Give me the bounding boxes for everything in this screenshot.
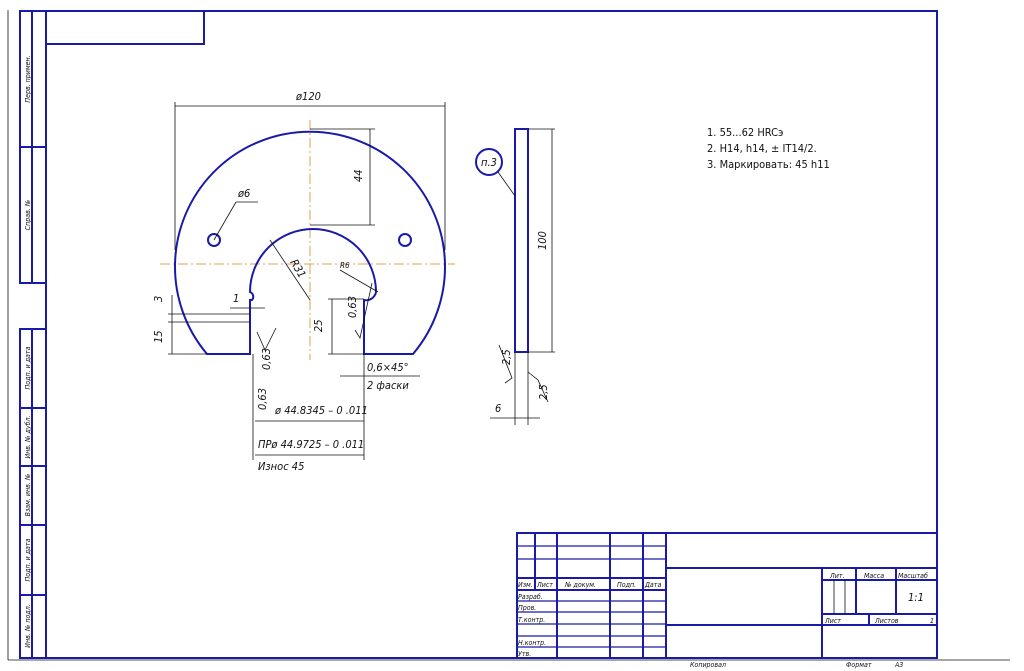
dim-25: 25 — [312, 319, 325, 332]
wear-label: Износ 45 — [258, 460, 304, 473]
format-label: Формат — [846, 661, 872, 669]
part-side-view: 100 п.3 2,5 2,5 6 — [475, 128, 555, 425]
hole — [207, 233, 221, 247]
header-label: Изм. — [518, 581, 533, 589]
dim-r6: R6 — [340, 261, 350, 270]
role-label: Разраб. — [518, 593, 543, 601]
note-ref: п.3 — [481, 156, 497, 169]
note-ref-bubble — [475, 148, 503, 176]
header-label: № докум. — [564, 581, 596, 589]
part-front-view: ø120 44 ø6 R31 R6 1 3 15 25 0,63 0,63 0,… — [152, 90, 455, 473]
top-left-box — [45, 10, 205, 45]
sheet-label: Лист — [824, 617, 841, 625]
sidebar-label: Взам. инв. № — [24, 473, 32, 516]
chamfer-label: 0,6×45° — [367, 361, 409, 374]
dim-1: 1 — [233, 292, 239, 305]
technical-notes: 1. 55...62 HRCэ 2. H14, h14, ± IT14/2. 3… — [707, 126, 830, 171]
sidebar-stamps: Перв. примен. Справ. № Подп. и дата Инв.… — [19, 10, 47, 659]
hole — [398, 233, 412, 247]
sidebar-label: Перв. примен. — [24, 55, 32, 102]
dim-3: 3 — [152, 296, 165, 302]
dim-r31: R31 — [287, 257, 308, 280]
sidebar-label: Справ. № — [24, 199, 32, 230]
title-block: Изм. Лист № докум. Подп. Дата Разраб. Пр… — [516, 532, 938, 669]
dim-15: 15 — [152, 330, 165, 343]
sidebar-label: Инв. № подл. — [24, 604, 32, 647]
role-label: Пров. — [518, 604, 536, 612]
roughness: 2,5 — [537, 384, 550, 400]
part-outline — [174, 130, 446, 355]
role-label: Н.контр. — [518, 639, 546, 647]
sheets-label: Листов — [874, 617, 899, 625]
sidebar-label: Инв. № дубл. — [24, 415, 32, 458]
copied-label: Копировал — [690, 661, 726, 669]
dim-6: 6 — [495, 402, 501, 415]
side-outline — [514, 128, 529, 353]
roughness: 0,63 — [256, 388, 269, 410]
header-label: Дата — [644, 581, 661, 589]
header-label: Подп. — [617, 581, 636, 589]
role-label: Утв. — [518, 650, 531, 658]
note-item: 1. 55...62 HRCэ — [707, 126, 783, 139]
sidebar-label: Подп. и дата — [24, 538, 32, 581]
scale-value: 1:1 — [908, 591, 924, 604]
scale-label: Масштаб — [898, 572, 928, 580]
dim-44: 44 — [352, 169, 365, 182]
mass-label: Масса — [864, 572, 884, 580]
role-label: Т.контр. — [518, 616, 545, 624]
format-value: A3 — [894, 661, 903, 669]
dim-diameter-b: ПРø 44.9725 – 0 .011 — [258, 438, 364, 451]
note-item: 3. Маркировать: 45 h11 — [707, 158, 830, 171]
header-label: Лист — [536, 581, 553, 589]
roughness: 0,63 — [260, 348, 273, 370]
dim-diameter-a: ø 44.8345 – 0 .011 — [274, 404, 368, 417]
sheets-count: 1 — [930, 617, 934, 625]
dim-hole-6: ø6 — [237, 187, 250, 200]
dim-diameter-120: ø120 — [295, 90, 321, 103]
note-item: 2. H14, h14, ± IT14/2. — [707, 142, 817, 155]
frame-border — [45, 10, 938, 659]
dim-100: 100 — [536, 231, 549, 250]
lit-label: Лит. — [829, 572, 845, 580]
roughness: 2,5 — [500, 349, 513, 365]
roughness: 0,63 — [346, 296, 359, 318]
chamfer-count: 2 фаски — [367, 379, 409, 392]
sidebar-label: Подп. и дата — [24, 346, 32, 389]
